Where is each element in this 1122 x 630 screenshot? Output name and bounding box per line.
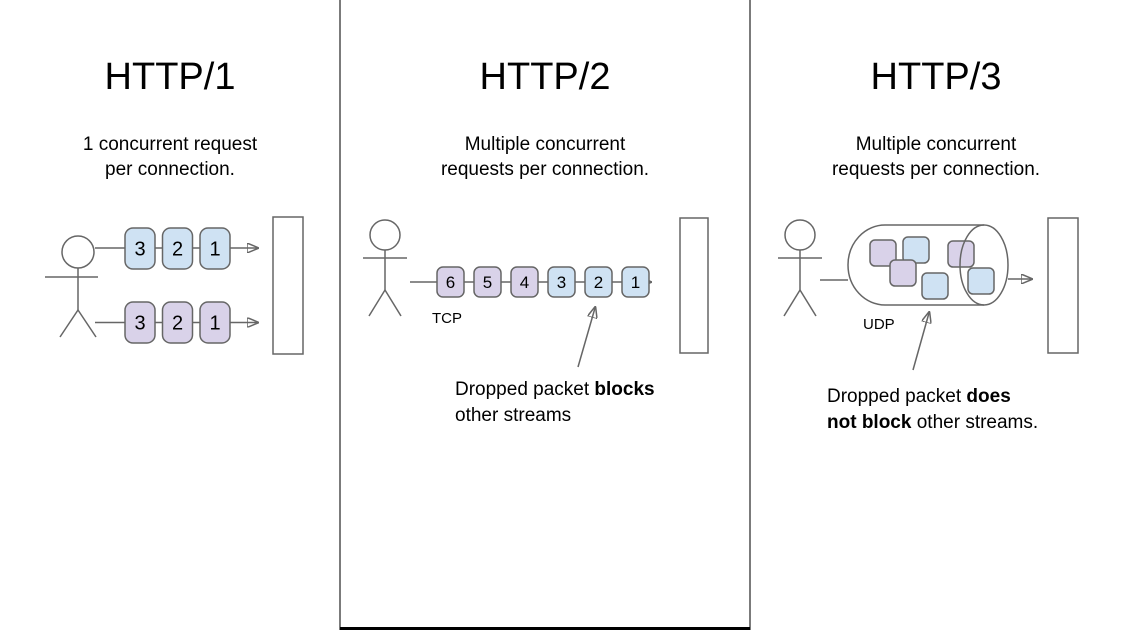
packet xyxy=(473,266,502,298)
http3-note-bold1: does xyxy=(966,386,1011,407)
http2-column: HTTP/2 Multiple concurrent requests per … xyxy=(340,0,750,630)
column-divider-left xyxy=(339,0,341,630)
stick-figure-head xyxy=(784,219,816,251)
http2-note-line2: other streams xyxy=(455,405,572,426)
packet xyxy=(161,227,194,270)
http1-stream-1: 3 2 1 xyxy=(95,227,257,270)
packet xyxy=(199,227,231,270)
http3-title: HTTP/3 xyxy=(870,56,1002,99)
packet-number: 2 xyxy=(172,239,183,261)
tcp-label: TCP xyxy=(432,310,462,327)
column-divider-right xyxy=(749,0,751,630)
http3-packets xyxy=(869,236,975,300)
dropped-packet-pointer-arrow xyxy=(912,313,929,371)
client-stick-figure-icon xyxy=(778,219,822,317)
udp-label: UDP xyxy=(863,316,895,333)
packet xyxy=(921,272,949,300)
packet-number: 6 xyxy=(446,273,455,292)
packet-number: 3 xyxy=(134,313,145,335)
packet xyxy=(584,266,613,298)
packet xyxy=(547,266,576,298)
packet xyxy=(199,301,231,344)
packet xyxy=(161,301,194,344)
http1-column: HTTP/1 1 concurrent request per connecti… xyxy=(0,0,340,630)
packet xyxy=(621,266,650,298)
http3-subtitle-line2: requests per connection. xyxy=(831,159,1041,180)
stick-figure-head xyxy=(61,235,95,269)
packet xyxy=(902,236,930,264)
packet xyxy=(124,301,156,344)
dropped-packet-pointer-arrow xyxy=(577,308,595,368)
packet xyxy=(869,239,897,267)
packet-number: 1 xyxy=(631,273,640,292)
http1-stream-2: 3 2 1 xyxy=(95,301,257,344)
http1-title: HTTP/1 xyxy=(104,56,236,99)
bottom-bar xyxy=(340,627,750,630)
http3-note: Dropped packet does not block other stre… xyxy=(827,384,1072,436)
pipe-body xyxy=(885,224,984,306)
http1-diagram: 3 2 1 3 2 1 xyxy=(45,216,304,355)
packet-number: 1 xyxy=(209,313,220,335)
packet xyxy=(967,267,995,295)
pipe-left-cap xyxy=(847,224,886,306)
http3-diagram: UDP xyxy=(778,217,1079,371)
server-box xyxy=(1047,217,1079,354)
packet-number: 4 xyxy=(520,273,529,292)
http2-note-bold: blocks xyxy=(594,379,655,400)
http2-title: HTTP/2 xyxy=(479,56,611,99)
http2-note-pre: Dropped packet xyxy=(455,379,595,400)
http2-subtitle: Multiple concurrent requests per connect… xyxy=(441,132,649,182)
packet-number: 1 xyxy=(209,239,220,261)
packet-number: 5 xyxy=(483,273,492,292)
http2-diagram: 6 5 4 3 2 1 TCP xyxy=(363,217,709,368)
http2-packets: 6 5 4 3 2 1 xyxy=(436,266,650,298)
http3-column: HTTP/3 Multiple concurrent requests per … xyxy=(750,0,1122,630)
server-box xyxy=(272,216,304,355)
packet xyxy=(889,259,917,287)
http3-subtitle: Multiple concurrent requests per connect… xyxy=(832,132,1040,182)
http1-subtitle-line2: per connection. xyxy=(105,159,235,180)
http3-note-pre: Dropped packet xyxy=(827,386,967,407)
http1-subtitle: 1 concurrent request per connection. xyxy=(83,132,257,182)
http2-subtitle-line2: requests per connection. xyxy=(440,159,650,180)
http2-subtitle-line1: Multiple concurrent xyxy=(464,134,626,155)
client-stick-figure-icon xyxy=(363,219,407,317)
packet xyxy=(510,266,539,298)
packet xyxy=(436,266,465,298)
stick-figure-head xyxy=(369,219,401,251)
http3-subtitle-line1: Multiple concurrent xyxy=(855,134,1017,155)
http1-subtitle-line1: 1 concurrent request xyxy=(82,134,258,155)
packet-number: 2 xyxy=(594,273,603,292)
packet xyxy=(124,227,156,270)
http3-note-post: other streams. xyxy=(911,412,1039,433)
pipe-right-opening xyxy=(959,224,1009,306)
client-stick-figure-icon xyxy=(45,235,98,338)
packet-number: 3 xyxy=(134,239,145,261)
http3-note-bold2: not block xyxy=(827,412,912,433)
server-box xyxy=(679,217,709,354)
packet-number: 2 xyxy=(172,313,183,335)
http2-note: Dropped packet blocks other streams xyxy=(455,377,695,429)
udp-pipe xyxy=(847,224,984,306)
packet-number: 3 xyxy=(557,273,566,292)
